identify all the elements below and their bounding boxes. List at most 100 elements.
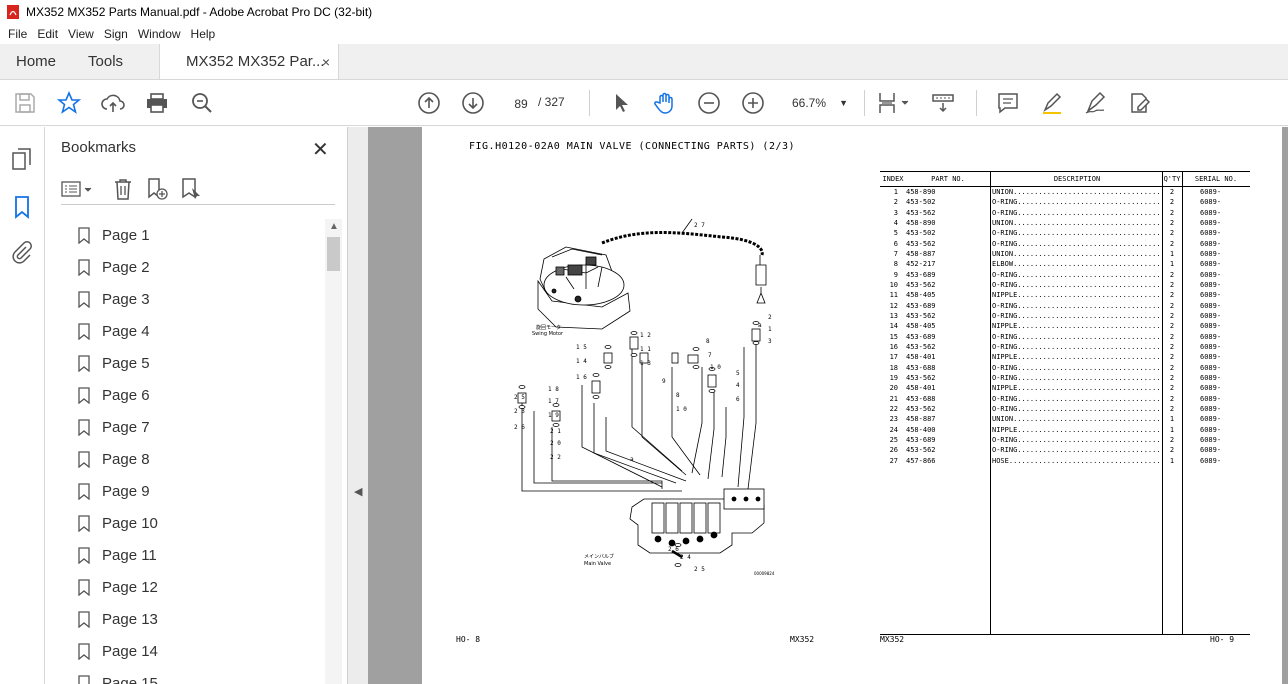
- bookmark-item[interactable]: Page 4: [45, 315, 325, 347]
- table-header-row: INDEX PART NO. DESCRIPTION Q'TY SERIAL N…: [880, 171, 1250, 187]
- svg-text:2 3: 2 3: [514, 408, 525, 415]
- bookmark-item[interactable]: Page 14: [45, 635, 325, 667]
- tab-document[interactable]: MX352 MX352 Par... ×: [159, 44, 340, 79]
- cell-index: 13: [889, 311, 898, 320]
- bookmark-panel-icon[interactable]: [10, 195, 34, 219]
- bookmark-item[interactable]: Page 13: [45, 603, 325, 635]
- cell-description: UNION...................................: [992, 249, 1161, 258]
- delete-bookmark-icon[interactable]: [111, 177, 135, 201]
- bookmark-item[interactable]: Page 2: [45, 251, 325, 283]
- document-viewer[interactable]: FIG.H0120-02A0 MAIN VALVE (CONNECTING PA…: [368, 127, 1288, 684]
- svg-text:a: a: [758, 322, 762, 329]
- comment-icon[interactable]: [996, 91, 1020, 115]
- zoom-in-icon[interactable]: [741, 91, 765, 115]
- tab-tools[interactable]: Tools: [88, 53, 124, 70]
- draw-sign-icon[interactable]: [1084, 91, 1108, 115]
- toolbar-divider: [976, 90, 977, 116]
- tab-bar: Home Tools MX352 MX352 Par... ×: [0, 44, 1288, 80]
- bookmark-icon: [78, 226, 90, 244]
- bookmark-item[interactable]: Page 3: [45, 283, 325, 315]
- cell-serial-no: 6089-: [1200, 291, 1222, 300]
- bookmark-item[interactable]: Page 10: [45, 507, 325, 539]
- cell-index: 11: [889, 291, 898, 300]
- menu-help[interactable]: Help: [190, 27, 216, 41]
- zoom-level-select[interactable]: 66.7% ▼: [784, 92, 854, 114]
- cell-serial-no: 6089-: [1200, 260, 1222, 269]
- hand-tool-icon[interactable]: [653, 91, 677, 115]
- cell-serial-no: 6089-: [1200, 384, 1222, 393]
- previous-page-icon[interactable]: [417, 91, 441, 115]
- cell-description: O-RING..................................: [992, 270, 1161, 279]
- cell-part-no: 458-887: [906, 415, 936, 424]
- cell-index: 25: [889, 436, 898, 445]
- scroll-up-icon[interactable]: ▲: [329, 221, 339, 232]
- panel-collapse-strip[interactable]: ◀: [348, 127, 368, 684]
- tab-home[interactable]: Home: [16, 53, 57, 70]
- cell-serial-no: 6089-: [1200, 301, 1222, 310]
- cell-description: O-RING..................................: [992, 394, 1161, 403]
- header-qty: Q'TY: [1162, 171, 1182, 187]
- bookmark-icon: [78, 482, 90, 500]
- tab-close-icon[interactable]: ×: [321, 53, 331, 70]
- menu-view[interactable]: View: [68, 27, 94, 41]
- bookmark-icon: [78, 514, 90, 532]
- bookmark-label: Page 9: [102, 482, 150, 500]
- bookmarks-scrollbar[interactable]: ▲: [325, 219, 342, 684]
- bookmark-item[interactable]: Page 11: [45, 539, 325, 571]
- close-icon[interactable]: ✕: [312, 139, 329, 161]
- bookmark-item[interactable]: Page 6: [45, 379, 325, 411]
- cell-serial-no: 6089-: [1200, 353, 1222, 362]
- star-icon[interactable]: [56, 90, 82, 115]
- cell-qty: 2: [1169, 280, 1175, 289]
- next-page-icon[interactable]: [461, 91, 485, 115]
- bookmark-item[interactable]: Page 8: [45, 443, 325, 475]
- bookmark-label: Page 13: [102, 610, 158, 628]
- bookmark-item[interactable]: Page 12: [45, 571, 325, 603]
- cell-part-no: 453-562: [906, 446, 936, 455]
- highlight-pen-icon[interactable]: [1040, 91, 1064, 115]
- cell-description: O-RING..................................: [992, 198, 1161, 207]
- bookmark-icon: [78, 258, 90, 276]
- bookmark-options-icon[interactable]: [61, 177, 95, 201]
- svg-text:1 0: 1 0: [676, 406, 687, 413]
- collapse-left-icon[interactable]: ◀: [354, 486, 363, 498]
- cell-index: 5: [893, 229, 898, 238]
- menu-sign[interactable]: Sign: [103, 27, 128, 41]
- menu-file[interactable]: File: [8, 27, 28, 41]
- cell-part-no: 453-502: [906, 198, 936, 207]
- bookmark-item[interactable]: Page 7: [45, 411, 325, 443]
- bookmark-item[interactable]: Page 1: [45, 219, 325, 251]
- cell-description: O-RING..................................: [992, 374, 1161, 383]
- cell-description: O-RING..................................: [992, 239, 1161, 248]
- menu-edit[interactable]: Edit: [37, 27, 59, 41]
- fill-sign-icon[interactable]: [1128, 91, 1152, 115]
- cell-qty: 1: [1169, 456, 1175, 465]
- menu-window[interactable]: Window: [137, 27, 181, 41]
- cell-serial-no: 6089-: [1200, 425, 1222, 434]
- attachment-paperclip-icon[interactable]: [10, 241, 34, 265]
- new-bookmark-icon[interactable]: [145, 177, 169, 201]
- bookmark-item[interactable]: Page 15: [45, 667, 325, 684]
- print-icon[interactable]: [145, 91, 169, 115]
- save-icon[interactable]: [13, 91, 37, 115]
- cell-part-no: 458-401: [906, 353, 936, 362]
- scroll-mode-icon[interactable]: [931, 91, 955, 115]
- footer-page-left: HO- 8: [456, 635, 481, 644]
- find-bookmark-icon[interactable]: [179, 177, 203, 201]
- zoom-out-icon[interactable]: [697, 91, 721, 115]
- select-cursor-icon[interactable]: [609, 91, 633, 115]
- bookmark-label: Page 3: [102, 290, 150, 308]
- bookmark-label: Page 2: [102, 258, 150, 276]
- page-number-input[interactable]: 89: [514, 97, 528, 111]
- page-fit-icon[interactable]: [877, 91, 911, 115]
- scrollbar-thumb[interactable]: [327, 237, 340, 271]
- page-thumbnails-icon[interactable]: [10, 147, 34, 171]
- bookmark-item[interactable]: Page 5: [45, 347, 325, 379]
- zoom-search-icon[interactable]: [190, 91, 214, 115]
- cloud-upload-icon[interactable]: [101, 91, 125, 115]
- bookmark-item[interactable]: Page 9: [45, 475, 325, 507]
